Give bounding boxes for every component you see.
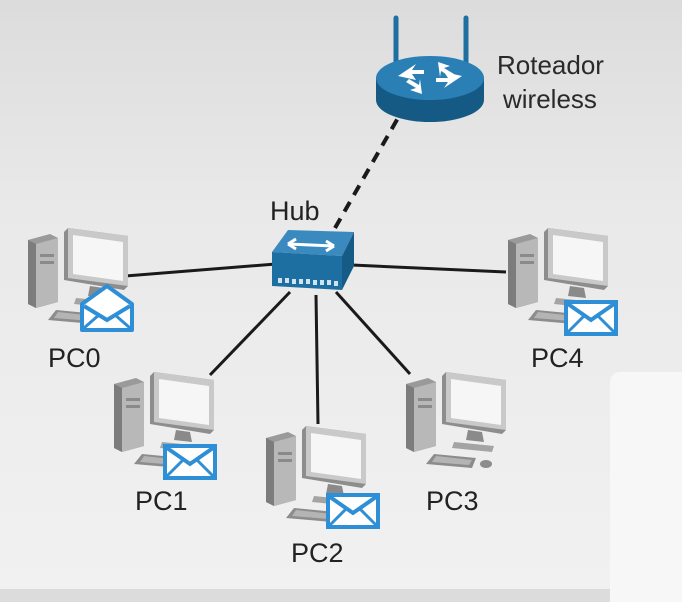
- pc4-envelope-icon: [564, 300, 618, 336]
- link-hub-router: [333, 117, 400, 229]
- pc1-label: PC1: [135, 486, 188, 516]
- pc2-envelope-icon: [326, 493, 380, 529]
- network-diagram: Roteador wireless Hub PC0 PC1 PC2 PC3 PC…: [28, 15, 618, 568]
- link-hub-pc4: [351, 263, 507, 274]
- pc4-label: PC4: [531, 343, 584, 373]
- hub-icon: [272, 230, 354, 290]
- diagram-canvas: [28, 15, 618, 529]
- pc3-label: PC3: [426, 486, 479, 516]
- link-hub-pc3: [334, 290, 412, 376]
- link-hub-pc0: [124, 262, 277, 278]
- pc1-envelope-icon: [163, 444, 217, 480]
- hub-label: Hub: [270, 196, 320, 226]
- side-panel: [610, 372, 682, 602]
- pc2-label: PC2: [291, 538, 344, 568]
- pc3-computer-icon: [406, 372, 506, 468]
- wireless-router-icon: [376, 15, 484, 122]
- link-hub-pc1: [208, 290, 292, 377]
- pc0-label: PC0: [48, 343, 101, 373]
- router-label-line1: Roteador: [497, 50, 604, 80]
- router-label-line2: wireless: [503, 84, 597, 114]
- link-hub-pc2: [314, 294, 320, 425]
